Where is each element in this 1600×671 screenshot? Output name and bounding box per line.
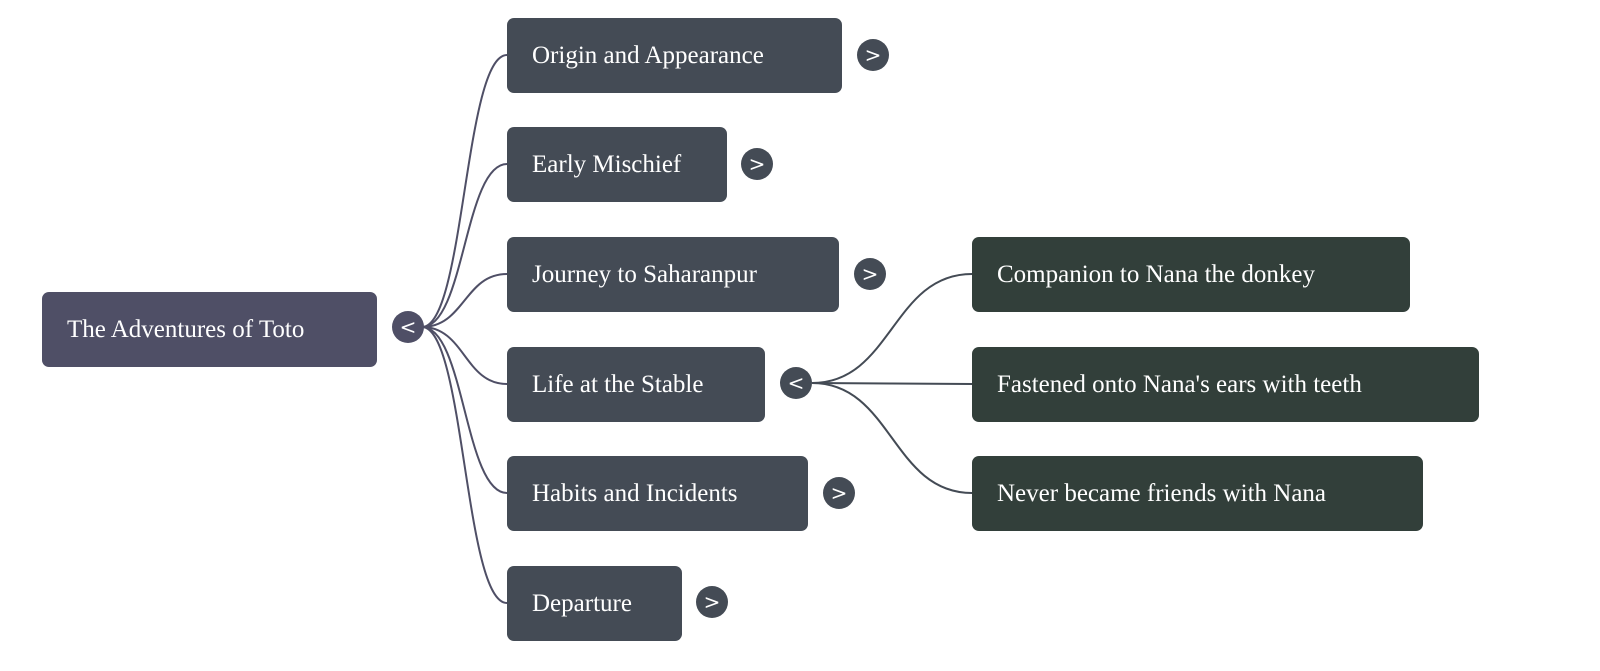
expand-toggle[interactable]: >	[696, 586, 728, 618]
link-line	[811, 273, 973, 384]
collapse-toggle-root[interactable]: <	[392, 311, 424, 343]
expand-toggle[interactable]: >	[854, 258, 886, 290]
node-label: Life at the Stable	[532, 370, 704, 398]
expand-toggle[interactable]: >	[741, 148, 773, 180]
expand-toggle[interactable]: >	[857, 39, 889, 71]
collapse-toggle[interactable]: <	[780, 367, 812, 399]
node-journey-to-saharanpur[interactable]: Journey to Saharanpur	[507, 237, 839, 312]
node-never-became-friends[interactable]: Never became friends with Nana	[972, 456, 1423, 531]
node-label: Fastened onto Nana's ears with teeth	[997, 370, 1362, 398]
node-life-at-the-stable[interactable]: Life at the Stable	[507, 347, 765, 422]
link-line	[421, 273, 508, 328]
node-habits-and-incidents[interactable]: Habits and Incidents	[507, 456, 808, 531]
node-fastened-onto-ears[interactable]: Fastened onto Nana's ears with teeth	[972, 347, 1479, 422]
link-line	[421, 54, 508, 328]
node-origin-and-appearance[interactable]: Origin and Appearance	[507, 18, 842, 93]
node-label: Journey to Saharanpur	[532, 260, 757, 288]
root-label: The Adventures of Toto	[67, 315, 305, 343]
node-label: Never became friends with Nana	[997, 479, 1327, 507]
node-label: Habits and Incidents	[532, 479, 738, 507]
link-line	[421, 326, 508, 385]
node-departure[interactable]: Departure	[507, 566, 682, 641]
node-label: Departure	[532, 589, 632, 617]
node-label: Early Mischief	[532, 150, 682, 178]
node-label: Companion to Nana the donkey	[997, 260, 1315, 288]
link-line	[421, 163, 508, 328]
link-line	[421, 326, 508, 604]
link-line	[421, 326, 508, 494]
node-early-mischief[interactable]: Early Mischief	[507, 127, 727, 202]
link-line	[811, 382, 973, 385]
node-companion-to-nana[interactable]: Companion to Nana the donkey	[972, 237, 1410, 312]
link-line	[811, 382, 973, 494]
node-label: Origin and Appearance	[532, 41, 764, 69]
expand-toggle[interactable]: >	[823, 477, 855, 509]
root-node[interactable]: The Adventures of Toto	[42, 292, 377, 367]
